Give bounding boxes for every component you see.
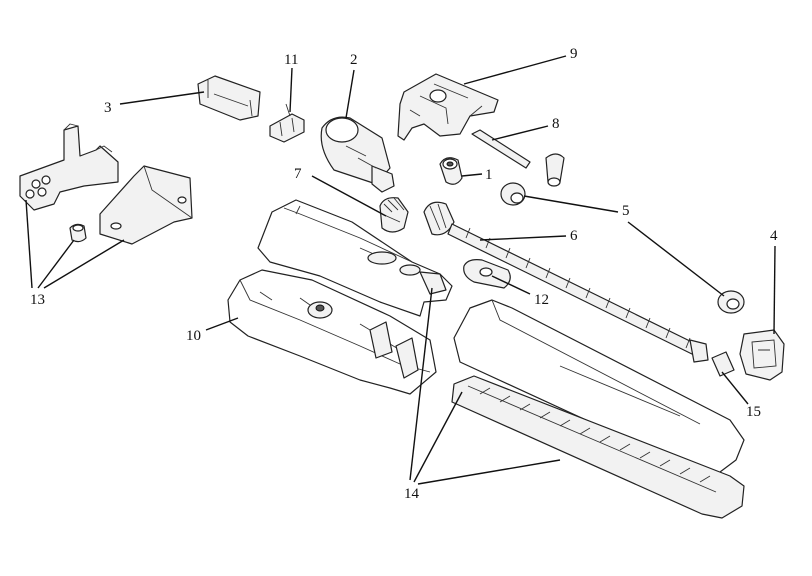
callout-5: 5 [622,203,630,219]
part-1-nut [439,157,463,185]
part-4-end-block [739,329,785,381]
leader-14b [413,391,463,483]
callout-15: 15 [746,404,761,420]
part-5-end-bushing [717,290,745,314]
leader-lines [25,55,776,485]
leader-2 [345,69,355,119]
leader-8 [491,125,549,141]
leader-4 [773,245,776,335]
callout-10: 10 [186,328,201,344]
callout-9: 9 [570,46,578,62]
part-6-screw-shaft [423,201,709,363]
part-9-housing-block [397,73,499,141]
leader-13c [43,239,125,289]
callout-2: 2 [350,52,358,68]
part-13-angle-bracket [99,165,193,245]
part-8-cap [545,153,565,187]
leader-15 [721,371,749,405]
part-7-gear [379,197,409,233]
part-15-clip [711,351,735,377]
callout-13: 13 [30,292,45,308]
part-2-motor [320,116,395,193]
callout-1: 1 [485,167,493,183]
part-13-wall-bracket [19,123,119,211]
part-5-bushing [500,182,526,206]
callout-12: 12 [534,292,549,308]
leader-7 [311,175,387,217]
leader-5 [523,195,619,213]
leader-1 [461,173,483,177]
part-10-base-housing [227,269,437,395]
leader-13a [25,199,33,289]
callout-8: 8 [552,116,560,132]
callout-6: 6 [570,228,578,244]
leader-11 [289,67,293,113]
callout-4: 4 [770,228,778,244]
part-13-nut [69,223,87,243]
leader-14a [409,287,433,481]
leader-5b [627,221,725,297]
part-14-bottom-rail [451,375,745,519]
callout-14: 14 [404,486,420,502]
leader-10 [205,317,239,331]
leader-12 [491,275,531,295]
leader-6 [479,235,567,241]
callout-labels: 1 2 3 4 5 6 7 8 9 10 11 12 13 14 15 [30,46,778,502]
part-3-clip [197,75,261,121]
part-11-connector [269,103,305,143]
leader-3 [119,91,205,105]
callout-3: 3 [104,100,112,116]
callout-7: 7 [294,166,302,182]
callout-11: 11 [284,52,298,68]
leader-9 [463,55,567,85]
part-12-cover [463,259,511,289]
leader-13b [37,239,75,289]
part-8-pin [471,129,531,169]
leader-14c [417,459,561,485]
part-14-top-cover [257,199,453,317]
